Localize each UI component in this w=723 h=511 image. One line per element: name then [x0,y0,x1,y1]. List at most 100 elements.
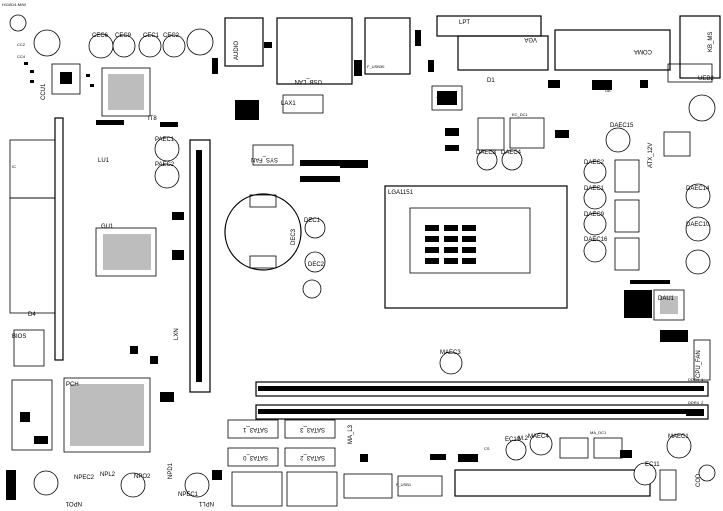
audio-jack: AUDIO [224,17,264,67]
cmos-battery [224,193,302,271]
svg-text:CPU_FAN: CPU_FAN [696,350,702,378]
svg-text:M.2: M.2 [518,436,529,442]
svg-text:UEB2: UEB2 [698,76,714,82]
svg-text:SATA3_3: SATA3_3 [300,426,325,432]
svg-text:NPL1: NPL1 [198,500,214,506]
lax1-chip: LAX1 [235,94,324,120]
svg-text:SATA3_2: SATA3_2 [300,454,325,460]
vrm-region: EC_DC1 DAEC3 DAEC4 DAEC15 ATX_12V [476,112,691,171]
svg-text:IC: IC [12,164,16,169]
svg-text:EC_DC1: EC_DC1 [512,112,529,117]
svg-text:SATA3_0: SATA3_0 [243,454,268,460]
usb-lan-connector: USB_LAN [276,17,353,85]
kb-ms-connector: KB_MS [679,15,721,79]
dec-capacitors: DEC1 DEC2 DEC3 [291,217,326,299]
svg-text:NPO2: NPO2 [134,474,151,480]
svg-text:CEC2: CEC2 [163,33,180,39]
svg-text:EC11: EC11 [645,462,660,468]
svg-text:COMA: COMA [634,48,652,54]
svg-text:SATA3_1: SATA3_1 [243,426,268,432]
svg-text:MAEC3: MAEC3 [440,350,461,356]
svg-text:DEC1: DEC1 [304,218,321,224]
sys-fan-header: SYS_FAN [251,144,294,166]
svg-text:NPEC2: NPEC2 [74,475,95,481]
svg-text:GU1: GU1 [101,224,114,230]
maec3-cap: MAEC3 [439,350,463,375]
svg-text:LGA1151: LGA1151 [388,190,414,196]
cec-capacitors: CEC6 CEC9 CEC1 CEC2 CC2 CC4 [9,14,214,59]
svg-text:NPO1: NPO1 [65,500,82,506]
svg-text:DVU1: DVU1 [435,95,452,101]
svg-text:NPEC1: NPEC1 [178,492,199,498]
ddr4-slot-1: DDR4_1 [255,377,709,397]
svg-text:DAEC4: DAEC4 [501,150,522,156]
ccu1-chip: CCU1 IT8 [41,63,157,122]
gu1-chip: GU1 [95,224,157,277]
svg-text:DAEC10: DAEC10 [686,222,710,228]
svg-text:DAEC14: DAEC14 [686,186,710,192]
cpu-fan-header: CPU_FAN [693,339,711,381]
svg-text:D4: D4 [28,312,36,318]
svg-text:DAEC16: DAEC16 [584,237,608,243]
svg-text:MA_L3: MA_L3 [348,424,354,444]
svg-text:NPL2: NPL2 [100,472,116,478]
smd-components [20,30,704,480]
svg-text:BIOS: BIOS [12,334,26,340]
f-usb30-header: F_USB30 [364,17,411,75]
svg-text:KB_MS: KB_MS [708,32,714,52]
svg-text:PAEC1: PAEC1 [155,137,175,143]
sata-connectors: SATA3_1 SATA3_3 SATA3_0 SATA3_2 [227,419,338,507]
svg-text:ATX_12V: ATX_12V [648,143,654,168]
svg-text:NPD1: NPD1 [168,462,174,479]
ddr4-slot-2: DDR4_2 [255,400,709,420]
svg-text:LXN: LXN [174,328,180,340]
svg-text:SYS_FAN: SYS_FAN [251,156,278,162]
svg-text:DAEC15: DAEC15 [610,123,634,129]
svg-text:DDR4_2: DDR4_2 [688,400,704,405]
svg-text:PAEC2: PAEC2 [155,162,175,168]
lga1151-socket: LGA1151 [384,185,568,309]
coma-connector: COMA [554,29,671,71]
svg-text:UA: UA [605,88,611,93]
pcie-slot-vertical: LXN [174,139,211,393]
svg-text:DAU1: DAU1 [658,296,675,302]
svg-text:MA_DC1: MA_DC1 [590,430,607,435]
svg-text:F_USB1: F_USB1 [396,482,412,487]
svg-text:CS: CS [484,446,490,451]
svg-text:LPT: LPT [459,20,470,26]
svg-text:PCH: PCH [66,382,79,388]
svg-text:COD: COD [696,473,702,487]
left-bottom-cluster: NPEC2 NPL2 NPO2 NPEC1 NPD1 NPL1 NPO1 [6,379,214,506]
svg-text:CEC9: CEC9 [115,33,132,39]
svg-text:MAEC4: MAEC4 [528,434,549,440]
svg-text:MAEC1: MAEC1 [668,434,689,440]
svg-text:DEC2: DEC2 [308,262,325,268]
dau1-chip: DAU1 [624,289,685,321]
paec-capacitors: PAEC1 PAEC2 [154,136,180,189]
svg-text:D1: D1 [487,78,495,84]
svg-text:DAEC9: DAEC9 [584,212,605,218]
svg-text:DAEC3: DAEC3 [476,150,497,156]
vga-connector: VGA [457,35,549,71]
svg-text:CCU1: CCU1 [41,83,47,100]
ueb2-block: UEB2 [667,63,716,122]
svg-text:AUDIO: AUDIO [234,41,240,60]
daec-column: DAEC2 DAEC1 DAEC9 DAEC16 DAEC14 DAEC10 [583,159,711,275]
svg-text:LAX1: LAX1 [281,101,296,107]
left-pcie-region: BIOS D4 [9,117,64,367]
svg-text:IT8: IT8 [148,116,157,122]
svg-text:DAEC2: DAEC2 [584,160,605,166]
board-id: H110D4-M/W [2,2,26,7]
svg-text:USB_LAN: USB_LAN [295,78,322,84]
svg-text:DDR4_1: DDR4_1 [688,377,704,382]
svg-text:CEC6: CEC6 [92,33,109,39]
bottom-right-caps: EC10 MAEC4 MAEC1 EC11 MA_DC1 COD [505,430,716,501]
svg-text:CC4: CC4 [17,54,26,59]
lpt-connector: LPT [436,15,542,37]
svg-text:CC2: CC2 [17,42,26,47]
socket-caps-cluster [425,225,476,264]
svg-text:CEC1: CEC1 [143,33,160,39]
svg-text:F_USB30: F_USB30 [367,64,385,69]
svg-text:LU1: LU1 [98,158,110,164]
